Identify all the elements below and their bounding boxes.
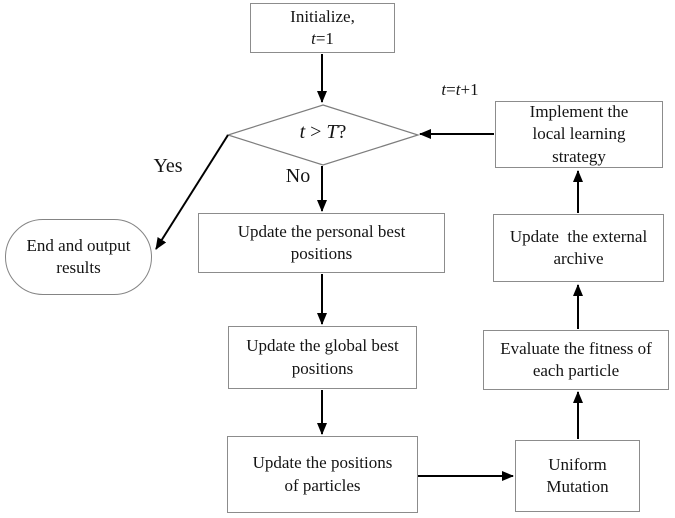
- arrow-yes-decision-to-end: [155, 134, 229, 250]
- node-uniform-mutation-label: Uniform Mutation: [546, 454, 609, 496]
- node-evaluate-fitness-label: Evaluate the fitness of each particle: [500, 338, 652, 380]
- node-uniform-mutation: Uniform Mutation: [515, 440, 640, 512]
- node-local-learning-label: Implement the local learning strategy: [529, 101, 629, 166]
- node-update-positions: Update the positions of particles: [227, 436, 418, 513]
- edge-label-no: No: [285, 165, 311, 187]
- node-update-positions-label: Update the positions of particles: [252, 453, 393, 495]
- node-update-personal-best: Update the personal best positions: [198, 213, 445, 273]
- node-end-output: End and output results: [5, 219, 152, 295]
- node-initialize-label: Initialize,t=1: [290, 6, 355, 48]
- node-external-archive: Update the external archive: [493, 214, 664, 282]
- decision-diamond: [226, 104, 420, 166]
- edge-label-increment: t=t+1: [441, 80, 479, 99]
- node-decision-label: t > T?: [299, 121, 347, 143]
- node-initialize: Initialize,t=1: [250, 3, 395, 53]
- node-local-learning: Implement the local learning strategy: [495, 101, 663, 168]
- node-evaluate-fitness: Evaluate the fitness of each particle: [483, 330, 669, 390]
- node-update-personal-best-label: Update the personal best positions: [237, 221, 406, 263]
- node-update-global-best-label: Update the global best positions: [246, 336, 399, 378]
- node-external-archive-label: Update the external archive: [509, 226, 648, 268]
- node-update-global-best: Update the global best positions: [228, 326, 417, 389]
- edge-label-yes: Yes: [153, 155, 183, 177]
- node-end-output-label: End and output results: [26, 235, 131, 277]
